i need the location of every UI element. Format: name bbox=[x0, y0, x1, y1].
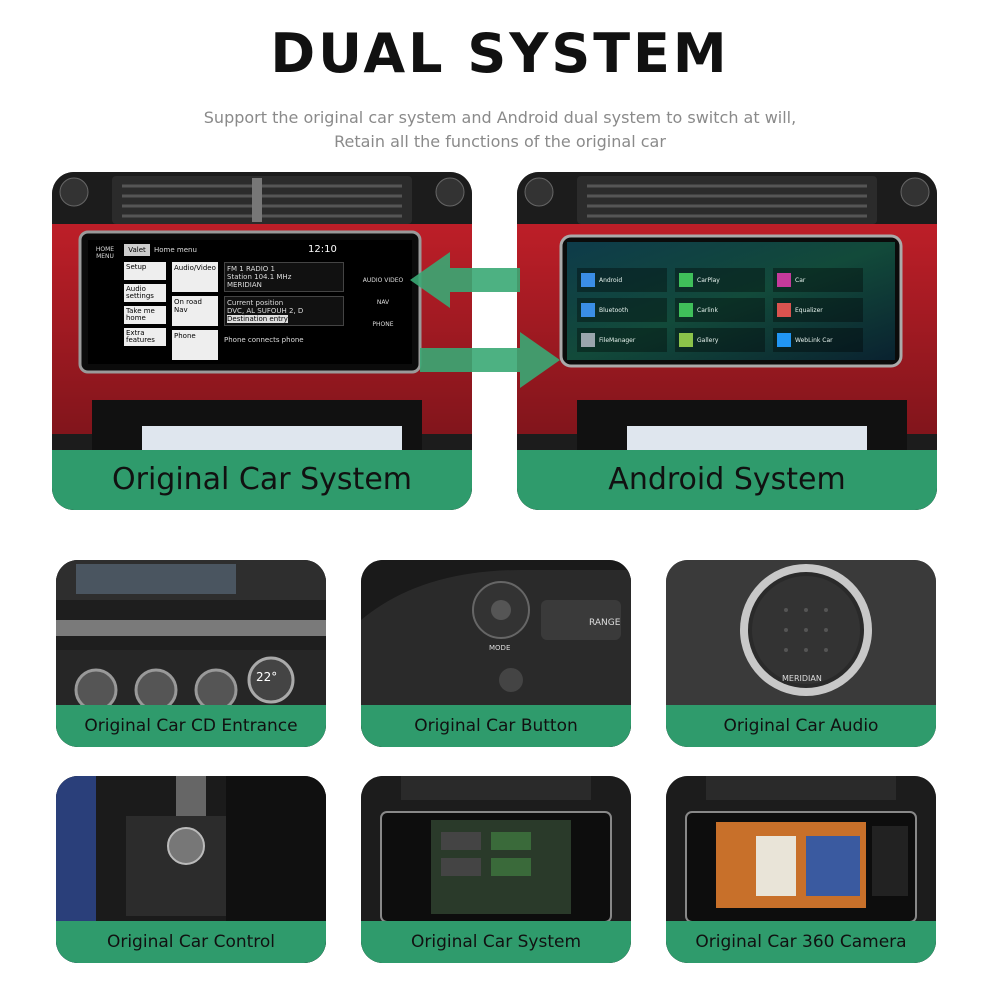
current-position: Current position bbox=[227, 299, 284, 307]
app-label: Android bbox=[599, 276, 623, 284]
app-android[interactable]: Android bbox=[577, 268, 667, 292]
cd-entrance-caption: Original Car CD Entrance bbox=[56, 705, 326, 747]
audio-video-tile[interactable]: Audio/Video bbox=[172, 262, 218, 292]
switch-left-arrow-icon bbox=[410, 252, 520, 308]
on-road-nav-tile[interactable]: On road Nav bbox=[172, 296, 218, 326]
road-name: DVC, AL SUFOUH 2, D bbox=[227, 307, 304, 315]
home-menu-label: Home menu bbox=[154, 246, 197, 254]
android-screen: Android CarPlay Car Bluetooth Carlink Eq… bbox=[577, 268, 877, 354]
setup-button[interactable]: Setup bbox=[124, 262, 166, 280]
app-label: Gallery bbox=[697, 336, 719, 344]
carlink-icon bbox=[679, 303, 693, 317]
camera-card: Original Car 360 Camera bbox=[666, 776, 936, 963]
app-label: WebLink Car bbox=[795, 336, 833, 344]
radio-panel[interactable]: FM 1 RADIO 1 Station 104.1 MHz MERIDIAN bbox=[224, 262, 344, 292]
destination-entry[interactable]: Destination entry bbox=[227, 315, 288, 323]
camera-caption: Original Car 360 Camera bbox=[666, 921, 936, 963]
app-label: Bluetooth bbox=[599, 306, 629, 314]
menu-nav[interactable]: NAV bbox=[376, 299, 390, 306]
control-caption: Original Car Control bbox=[56, 921, 326, 963]
app-equalizer[interactable]: Equalizer bbox=[773, 298, 863, 322]
menu-home[interactable]: HOME MENU bbox=[95, 246, 115, 260]
radio-freq: 104.1 MHz bbox=[254, 273, 292, 281]
switch-right-arrow-icon bbox=[420, 332, 560, 388]
filemanager-icon bbox=[581, 333, 595, 347]
original-system-thumb-photo bbox=[361, 776, 631, 963]
equalizer-icon bbox=[777, 303, 791, 317]
android-icon bbox=[581, 273, 595, 287]
original-screen: HOME MENU Valet Home menu 12:10 Setup Au… bbox=[88, 240, 412, 364]
app-carlink[interactable]: Carlink bbox=[675, 298, 765, 322]
system-caption: Original Car System bbox=[361, 921, 631, 963]
button-caption: Original Car Button bbox=[361, 705, 631, 747]
audio-caption: Original Car Audio bbox=[666, 705, 936, 747]
nav-panel[interactable]: Current position DVC, AL SUFOUH 2, D Des… bbox=[224, 296, 344, 326]
app-filemanager[interactable]: FileManager bbox=[577, 328, 667, 352]
phone-tile[interactable]: Phone bbox=[172, 330, 218, 360]
temp-readout: 22° bbox=[256, 670, 278, 684]
audio-card: MERIDIAN Original Car Audio bbox=[666, 560, 936, 747]
subtitle-line-1: Support the original car system and Andr… bbox=[203, 108, 797, 127]
app-label: FileManager bbox=[599, 336, 636, 344]
app-weblink[interactable]: WebLink Car bbox=[773, 328, 863, 352]
radio-name: RADIO 1 bbox=[245, 265, 275, 273]
menu-phone[interactable]: PHONE bbox=[372, 321, 394, 328]
android-system-panel: Android CarPlay Car Bluetooth Carlink Eq… bbox=[517, 172, 937, 510]
original-system-panel: HOME MENU Valet Home menu 12:10 Setup Au… bbox=[52, 172, 472, 510]
valet-tab[interactable]: Valet bbox=[124, 244, 150, 256]
bluetooth-icon bbox=[581, 303, 595, 317]
range-badge: RANGE bbox=[589, 618, 621, 628]
android-system-caption: Android System bbox=[517, 450, 937, 510]
clock: 12:10 bbox=[308, 244, 337, 255]
app-label: CarPlay bbox=[697, 276, 720, 284]
system-card: Original Car System bbox=[361, 776, 631, 963]
page-title: DUAL SYSTEM bbox=[270, 22, 730, 85]
gallery-icon bbox=[679, 333, 693, 347]
app-label: Car bbox=[795, 276, 806, 284]
radio-fm: FM 1 bbox=[227, 265, 244, 273]
app-carplay[interactable]: CarPlay bbox=[675, 268, 765, 292]
take-me-home-button[interactable]: Take me home bbox=[124, 306, 166, 324]
radio-sub: MERIDIAN bbox=[227, 281, 262, 289]
subtitle-line-2: Retain all the functions of the original… bbox=[334, 132, 666, 151]
control-card: Original Car Control bbox=[56, 776, 326, 963]
app-gallery[interactable]: Gallery bbox=[675, 328, 765, 352]
button-card: RANGE MODE Original Car Button bbox=[361, 560, 631, 747]
mode-button[interactable]: MODE bbox=[489, 644, 511, 652]
app-bluetooth[interactable]: Bluetooth bbox=[577, 298, 667, 322]
app-car[interactable]: Car bbox=[773, 268, 863, 292]
extra-features-button[interactable]: Extra features bbox=[124, 328, 166, 346]
carplay-icon bbox=[679, 273, 693, 287]
audio-settings-button[interactable]: Audio settings bbox=[124, 284, 166, 302]
meridian-badge: MERIDIAN bbox=[782, 674, 822, 683]
menu-audio-video[interactable]: AUDIO VIDEO bbox=[362, 277, 404, 284]
car-icon bbox=[777, 273, 791, 287]
radio-station: Station bbox=[227, 273, 252, 281]
cd-entrance-card: 22° Original Car CD Entrance bbox=[56, 560, 326, 747]
original-system-caption: Original Car System bbox=[52, 450, 472, 510]
phone-message: Phone connects phone bbox=[224, 336, 304, 344]
app-label: Carlink bbox=[697, 306, 718, 314]
weblink-icon bbox=[777, 333, 791, 347]
app-label: Equalizer bbox=[795, 306, 823, 314]
